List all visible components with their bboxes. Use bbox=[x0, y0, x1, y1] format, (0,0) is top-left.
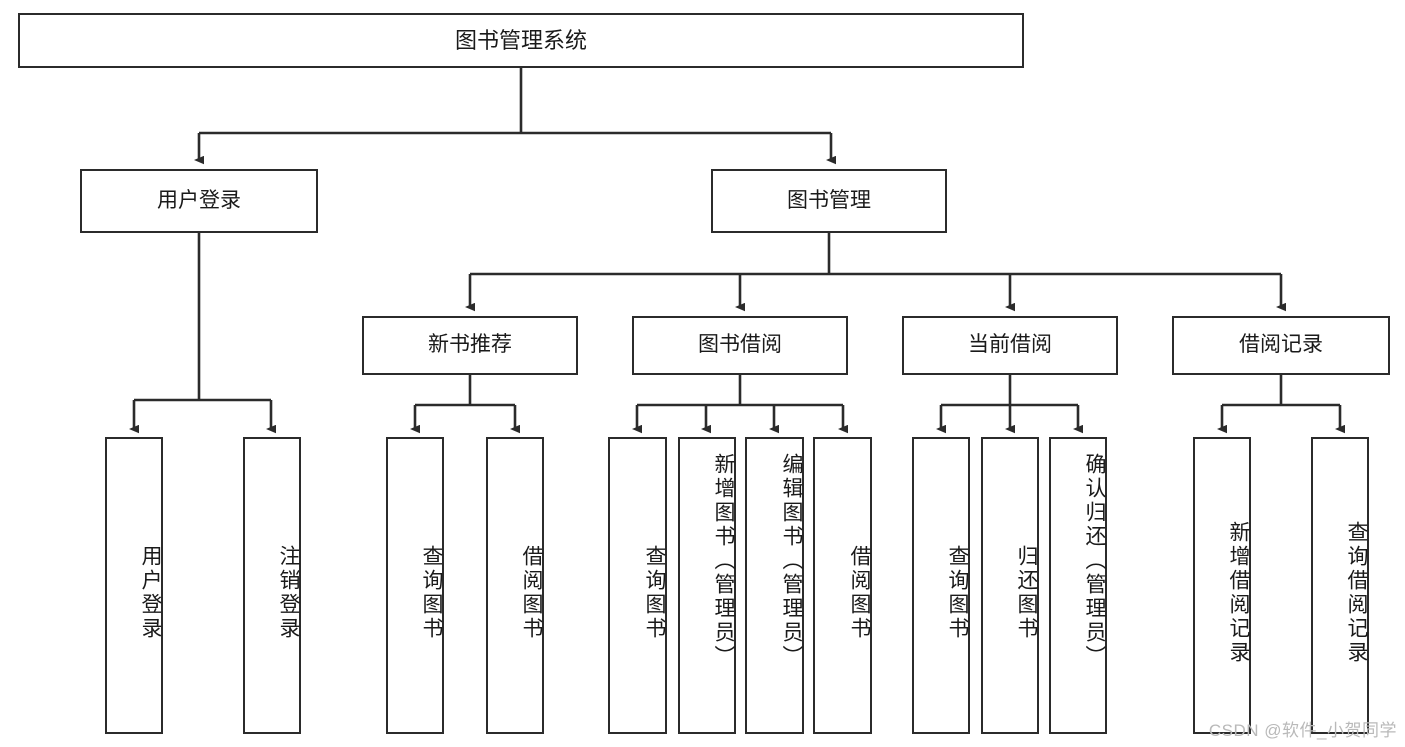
node-user-login[interactable]: 用户登录 bbox=[80, 169, 318, 233]
leaf-records-add-record[interactable]: 新增借阅记录 bbox=[1193, 437, 1251, 734]
node-borrow-records[interactable]: 借阅记录 bbox=[1172, 316, 1390, 375]
node-book-management[interactable]: 图书管理 bbox=[711, 169, 947, 233]
node-current-borrow[interactable]: 当前借阅 bbox=[902, 316, 1118, 375]
leaf-borrow-query-book[interactable]: 查询图书 bbox=[608, 437, 667, 734]
leaf-user-login-logout[interactable]: 注销登录 bbox=[243, 437, 301, 734]
leaf-current-query-book[interactable]: 查询图书 bbox=[912, 437, 970, 734]
leaf-current-return-book[interactable]: 归还图书 bbox=[981, 437, 1039, 734]
node-root-system[interactable]: 图书管理系统 bbox=[18, 13, 1024, 68]
leaf-borrow-borrow-book[interactable]: 借阅图书 bbox=[813, 437, 872, 734]
leaf-recommend-borrow-book[interactable]: 借阅图书 bbox=[486, 437, 544, 734]
leaf-borrow-add-book-admin[interactable]: 新增图书（管理员） bbox=[678, 437, 736, 734]
csdn-watermark: CSDN @软件_小贺同学 bbox=[1208, 721, 1397, 740]
leaf-recommend-query-book[interactable]: 查询图书 bbox=[386, 437, 444, 734]
leaf-borrow-edit-book-admin[interactable]: 编辑图书（管理员） bbox=[745, 437, 804, 734]
leaf-records-query-record[interactable]: 查询借阅记录 bbox=[1311, 437, 1369, 734]
leaf-user-login-login[interactable]: 用户登录 bbox=[105, 437, 163, 734]
leaf-current-confirm-return-admin[interactable]: 确认归还（管理员） bbox=[1049, 437, 1107, 734]
node-new-book-recommend[interactable]: 新书推荐 bbox=[362, 316, 578, 375]
node-book-borrow[interactable]: 图书借阅 bbox=[632, 316, 848, 375]
